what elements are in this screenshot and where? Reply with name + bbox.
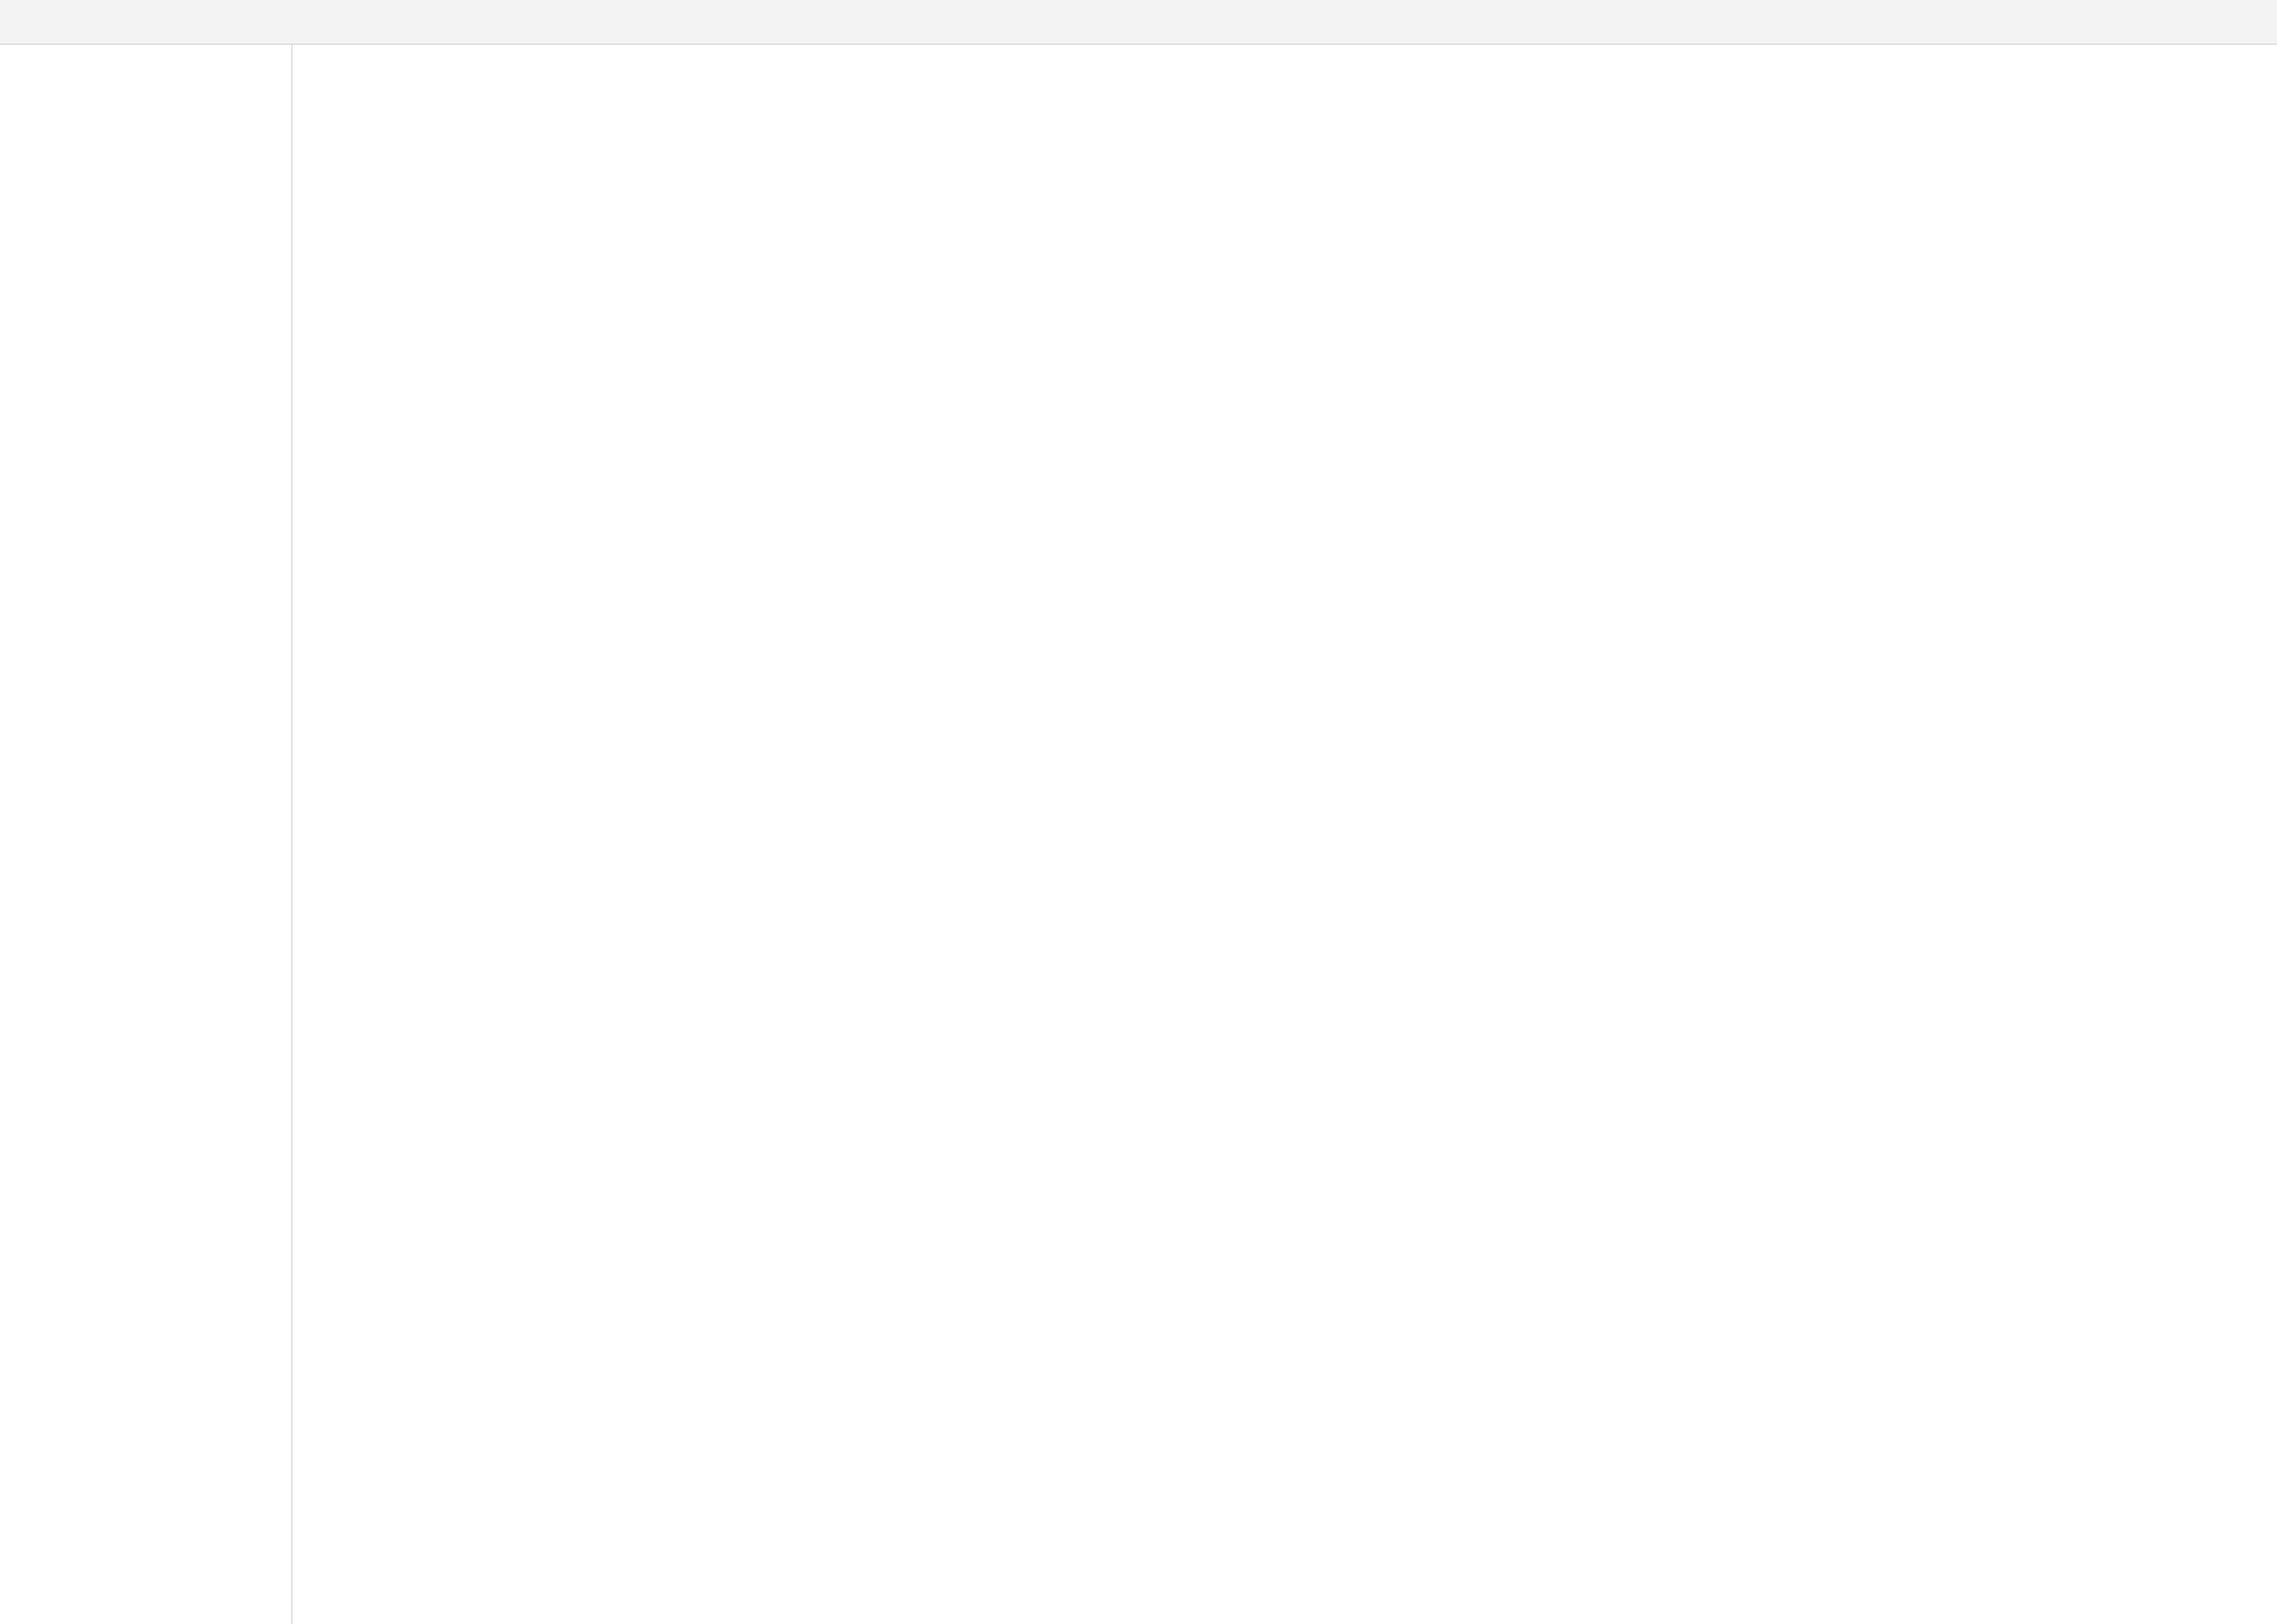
sidebar — [0, 45, 292, 1624]
content-placeholder — [314, 66, 2277, 1602]
app-body — [0, 45, 2277, 1624]
title-bar — [0, 0, 2277, 45]
main-content — [292, 45, 2277, 1624]
